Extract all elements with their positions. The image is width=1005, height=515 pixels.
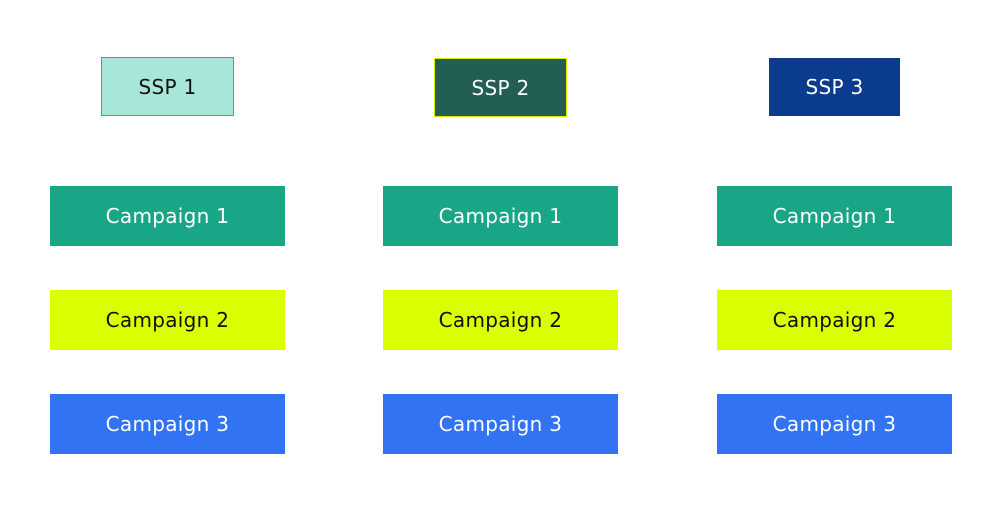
ssp-3-campaign-2: Campaign 2 <box>717 290 952 350</box>
ssp-1-campaign-3: Campaign 3 <box>50 394 285 454</box>
campaign-label: Campaign 1 <box>772 204 897 228</box>
ssp-3-label: SSP 3 <box>805 75 864 99</box>
ssp-3-campaign-1: Campaign 1 <box>717 186 952 246</box>
ssp-2-campaign-3: Campaign 3 <box>383 394 618 454</box>
ssp-2-box: SSP 2 <box>434 58 567 117</box>
campaign-label: Campaign 2 <box>772 308 897 332</box>
campaign-label: Campaign 3 <box>438 412 563 436</box>
campaign-label: Campaign 2 <box>105 308 230 332</box>
ssp-2-label: SSP 2 <box>471 75 530 100</box>
campaign-label: Campaign 1 <box>438 204 563 228</box>
ssp-1-campaign-1: Campaign 1 <box>50 186 285 246</box>
campaign-label: Campaign 2 <box>438 308 563 332</box>
ssp-1-box: SSP 1 <box>101 57 234 116</box>
ssp-2-campaign-2: Campaign 2 <box>383 290 618 350</box>
ssp-3-campaign-3: Campaign 3 <box>717 394 952 454</box>
campaign-label: Campaign 3 <box>772 412 897 436</box>
ssp-1-label: SSP 1 <box>138 74 197 99</box>
campaign-label: Campaign 3 <box>105 412 230 436</box>
ssp-1-campaign-2: Campaign 2 <box>50 290 285 350</box>
ssp-2-campaign-1: Campaign 1 <box>383 186 618 246</box>
ssp-3-box: SSP 3 <box>769 58 900 116</box>
campaign-label: Campaign 1 <box>105 204 230 228</box>
